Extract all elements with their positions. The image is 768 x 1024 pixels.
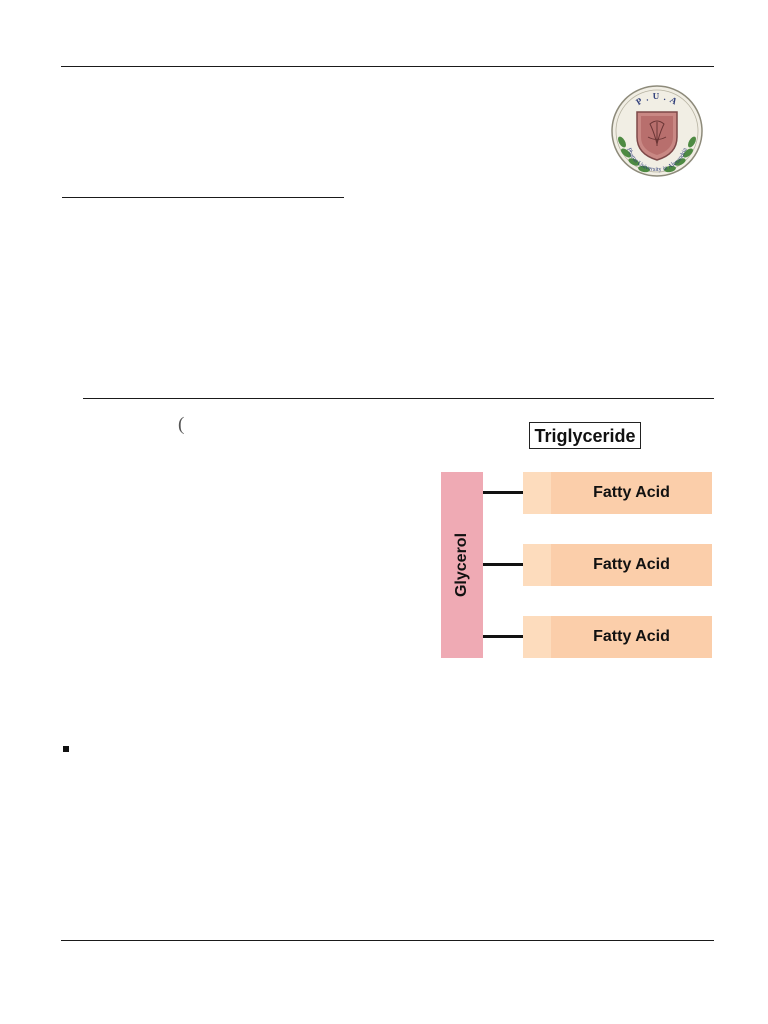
paren-mark: ( — [178, 414, 185, 435]
ester-bond-2 — [483, 563, 524, 566]
fatty-acid-label: Fatty Acid — [593, 556, 670, 573]
fatty-acid-tail — [551, 616, 712, 658]
fatty-acid-label: Fatty Acid — [593, 628, 670, 645]
ester-bond-1 — [483, 491, 524, 494]
svg-text:P . U . A: P . U . A — [634, 91, 680, 107]
footer-rule — [61, 940, 714, 941]
fatty-acid-tail — [551, 472, 712, 514]
fatty-acid-label: Fatty Acid — [593, 484, 670, 501]
fatty-acid-chain-1: Fatty Acid — [523, 472, 712, 514]
heading-underline — [62, 197, 344, 198]
diagram-title: Triglyceride — [529, 422, 641, 449]
fatty-acid-chain-2: Fatty Acid — [523, 544, 712, 586]
list-bullet — [63, 746, 69, 752]
glycerol-backbone: Glycerol — [441, 472, 483, 658]
university-seal-icon: P . U . A Pharos University in Alexandri… — [610, 82, 704, 180]
header-rule — [61, 66, 714, 67]
glycerol-label: Glycerol — [453, 532, 470, 598]
fatty-acid-chain-3: Fatty Acid — [523, 616, 712, 658]
fatty-acid-tail — [551, 544, 712, 586]
section-divider — [83, 398, 714, 399]
ester-bond-3 — [483, 635, 524, 638]
